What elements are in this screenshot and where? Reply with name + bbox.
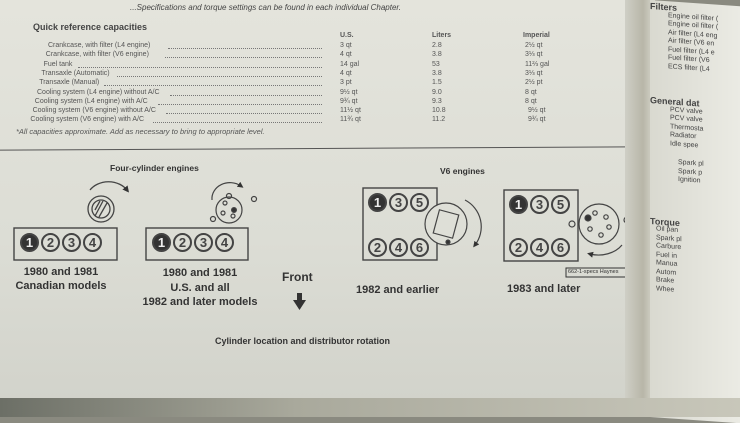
cylinder-4: 4 — [83, 233, 102, 252]
cell-imperial: 2½ qt — [525, 42, 543, 49]
cylinder-3: 3 — [62, 233, 81, 252]
row-label: Cooling system (V6 engine) with A/C — [30, 116, 144, 124]
figure-caption: Cylinder location and distributor rotati… — [215, 336, 391, 346]
cell-imperial: 3⅓ qt — [525, 69, 543, 77]
leader-dots — [165, 107, 322, 115]
col-imperial: Imperial — [523, 32, 550, 39]
leader-dots — [170, 89, 322, 96]
front-label: Front — [282, 270, 313, 284]
cell-liters: 53 — [432, 60, 440, 68]
cell-imperial: 8 qt — [525, 97, 537, 105]
cell-imperial: 3⅓ qt — [525, 51, 543, 59]
leader-dots — [116, 70, 322, 77]
cell-liters: 10.8 — [432, 107, 446, 115]
manual-page: ...Specifications and torque settings ca… — [0, 0, 640, 400]
cylinder-2: 2 — [368, 238, 387, 257]
cell-us: 9½ qt — [340, 88, 358, 96]
caption-1983-later: 1983 and later — [507, 283, 581, 295]
row-label: Crankcase, with filter (V6 engine) — [45, 51, 149, 59]
background-surface — [0, 398, 740, 417]
cell-us: 4 qt — [340, 51, 352, 59]
cell-us: 3 qt — [340, 42, 352, 49]
leader-dots — [157, 98, 322, 105]
cell-us: 9¾ qt — [340, 97, 358, 105]
cell-us: 14 gal — [340, 60, 360, 68]
row-label: Transaxle (Manual) — [39, 79, 100, 87]
leader-dots — [153, 116, 322, 124]
cylinder-1: 1 — [368, 193, 387, 212]
cell-us: 11½ qt — [340, 107, 361, 115]
leader-dots — [78, 61, 322, 68]
row-label: Cooling system (L4 engine) without A/C — [37, 88, 160, 96]
cylinder-1: 1 — [152, 233, 171, 252]
header-text: ...Specifications and torque settings ca… — [130, 3, 401, 12]
caption-line: U.S. and all — [170, 281, 230, 294]
distributor-2-icon — [209, 181, 258, 224]
cylinder-4: 4 — [530, 238, 549, 257]
cell-liters: 3.8 — [432, 51, 442, 59]
cylinder-4: 4 — [389, 238, 408, 257]
cell-imperial: 2½ pt — [525, 79, 543, 87]
caption-line: 1982 and later models — [142, 296, 258, 308]
cell-liters: 11.2 — [432, 116, 446, 124]
v6-block-2 — [503, 189, 579, 262]
cylinder-1: 1 — [20, 233, 39, 252]
cell-liters: 9.0 — [432, 88, 442, 96]
cell-liters: 1.5 — [432, 79, 442, 87]
leader-dots — [165, 51, 322, 59]
caption-canadian: 1980 and 1981 Canadian models — [6, 265, 116, 293]
cylinder-1: 1 — [509, 195, 528, 214]
row-label: Fuel tank — [43, 60, 73, 68]
cell-liters: 3.8 — [432, 69, 442, 77]
cell-liters: 2.8 — [432, 42, 442, 49]
cylinder-2: 2 — [41, 233, 60, 252]
cell-imperial: 8 qt — [525, 88, 537, 96]
caption-line: 1980 and 1981 — [23, 266, 99, 278]
leader-dots — [104, 79, 322, 87]
cell-imperial: 9¾ qt — [528, 116, 546, 124]
caption-line: 1980 and 1981 — [162, 267, 238, 279]
cylinder-5: 5 — [551, 195, 570, 214]
col-liters: Liters — [432, 32, 452, 39]
cylinder-diagrams — [13, 181, 639, 310]
cylinder-2: 2 — [173, 233, 192, 252]
four-cyl-title: Four-cylinder engines — [110, 163, 199, 173]
cell-liters: 9.3 — [432, 97, 442, 105]
cylinder-4: 4 — [215, 233, 234, 252]
capacities-note: *All capacities approximate. Add as nece… — [16, 127, 265, 136]
cylinder-6: 6 — [551, 238, 570, 257]
row-label: Transaxle (Automatic) — [41, 69, 110, 77]
figure-tag: 662-1-specs Haynes — [568, 269, 619, 275]
cell-imperial: 9½ qt — [528, 107, 546, 115]
cell-us: 4 qt — [340, 69, 352, 77]
row-label: Crankcase, with filter (L4 engine) — [48, 42, 151, 49]
row-label: Cooling system (L4 engine) with A/C — [34, 97, 148, 105]
leader-dots — [167, 42, 322, 49]
cylinder-2: 2 — [509, 238, 528, 257]
cell-us: 11¾ qt — [340, 116, 361, 124]
caption-1982-earlier: 1982 and earlier — [356, 284, 440, 296]
engine-block-1 — [13, 227, 118, 261]
distributor-4-icon — [568, 203, 631, 258]
cylinder-6: 6 — [410, 238, 429, 257]
cylinder-3: 3 — [389, 193, 408, 212]
cylinder-3: 3 — [530, 195, 549, 214]
right-page: Filters Engine oil filter (Engine oil fi… — [650, 0, 740, 423]
cell-us: 3 pt — [340, 79, 352, 87]
cell-imperial: 11⅔ gal — [525, 60, 550, 68]
distributor-1-icon — [87, 181, 130, 223]
caption-line: Canadian models — [15, 280, 107, 292]
capacities-title: Quick reference capacities — [33, 22, 148, 32]
cylinder-5: 5 — [410, 193, 429, 212]
engine-block-2 — [145, 227, 249, 261]
distributor-3-icon — [424, 199, 482, 248]
col-us: U.S. — [340, 32, 354, 39]
v6-title: V6 engines — [440, 166, 485, 176]
front-arrow-icon — [293, 293, 306, 310]
row-label: Cooling system (V6 engine) without A/C — [32, 107, 156, 115]
cylinder-3: 3 — [194, 233, 213, 252]
caption-us: 1980 and 1981 U.S. and all 1982 and late… — [135, 266, 265, 310]
